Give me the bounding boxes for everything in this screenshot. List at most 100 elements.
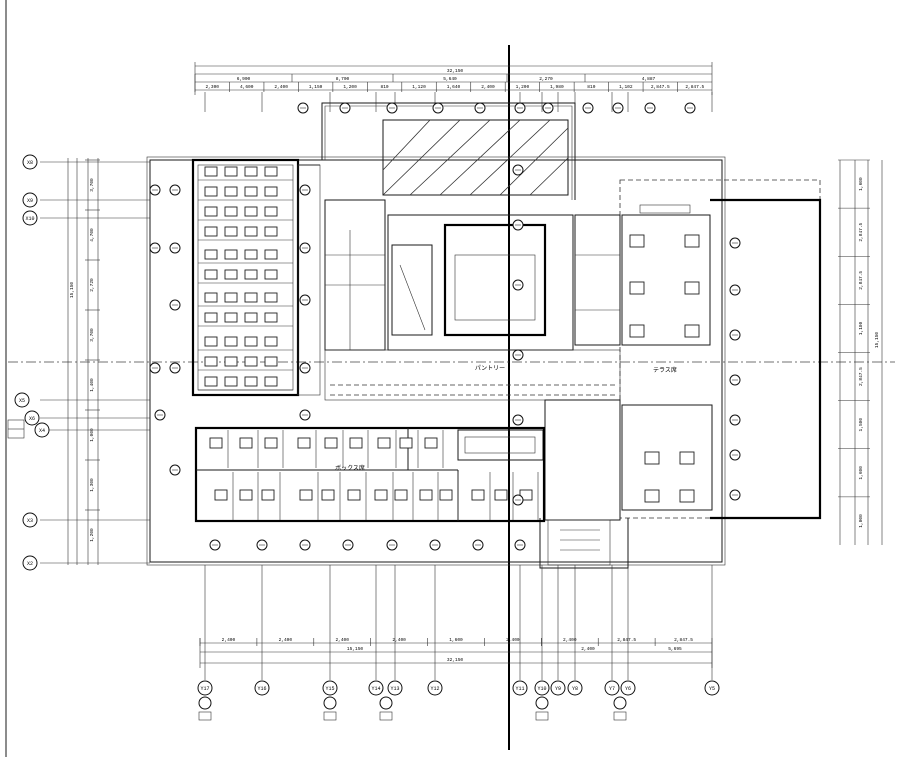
table-seat <box>224 166 238 177</box>
box-table <box>377 437 391 449</box>
row-axis-bubble-label: X3 <box>27 518 33 524</box>
table-seat <box>204 312 218 323</box>
table-seat <box>224 312 238 323</box>
top-detail-dimension: 1,640 <box>447 84 461 90</box>
table-seat <box>264 376 278 387</box>
top-detail-dimension: 1,200 <box>516 84 530 90</box>
right-dimension: 1,100 <box>858 321 864 335</box>
table-seat <box>204 356 218 367</box>
table-seat <box>224 186 238 197</box>
box-table <box>321 489 335 501</box>
column-axis-tag <box>613 711 627 721</box>
row-axis-bubble <box>24 410 40 426</box>
box-table <box>419 489 433 501</box>
bottom-detail-dimension: 2,847.5 <box>674 637 693 643</box>
table-seat <box>244 249 258 260</box>
box-table <box>239 437 253 449</box>
top-detail-dimension: 1,102 <box>619 84 633 90</box>
row-axis-bubble-label: X9 <box>27 198 33 204</box>
row-axis-bubble <box>22 154 38 170</box>
table-seat <box>224 249 238 260</box>
column-axis-bubble <box>368 680 384 696</box>
box-table <box>439 489 453 501</box>
left-dimension: 3,700 <box>89 328 95 342</box>
bottom-subtotal-dimension: 15,150 <box>347 646 364 652</box>
table-seat <box>244 166 258 177</box>
column-axis-bubble <box>254 680 270 696</box>
top-detail-dimension: 1,150 <box>309 84 323 90</box>
left-dimension: 1,300 <box>89 478 95 492</box>
grid-lines <box>40 92 713 680</box>
column-axis-bubble <box>512 680 528 696</box>
column-axis-bubble-label: Y10 <box>537 686 546 692</box>
table-seat <box>264 269 278 280</box>
top-detail-dimension: 1,120 <box>412 84 426 90</box>
top-mid-dimension: 5,640 <box>443 76 457 82</box>
top-detail-dimension: 2,847.5 <box>685 84 704 90</box>
table-seat <box>224 292 238 303</box>
terrace-tables <box>621 214 713 511</box>
left-dimension: 1,000 <box>89 428 95 442</box>
bottom-detail-dimension: 2,400 <box>392 637 406 643</box>
column-axis-sub-bubble <box>535 696 549 710</box>
table-seat <box>264 292 278 303</box>
top-detail-dimension: 1,980 <box>550 84 564 90</box>
table-seat <box>244 376 258 387</box>
column-axis-sub-bubble <box>379 696 393 710</box>
top-mid-dimension: 4,887 <box>642 76 656 82</box>
bottom-detail-dimension: 1,600 <box>449 637 463 643</box>
box-table <box>471 489 485 501</box>
column-axis-tag <box>535 711 549 721</box>
bottom-right-subdimension: 2,400 <box>581 646 595 652</box>
top-mid-dimension: 8,700 <box>336 76 350 82</box>
top-dimension-strings <box>194 62 713 95</box>
column-axis-bubble <box>604 680 620 696</box>
row-axis-bubble-label: X10 <box>25 216 34 222</box>
column-axis-bubble <box>550 680 566 696</box>
central-rooms <box>324 199 621 566</box>
table-seat <box>204 269 218 280</box>
bottom-detail-dimension: 2,400 <box>335 637 349 643</box>
row-axis-bubble <box>22 555 38 571</box>
table-seat <box>224 336 238 347</box>
column-axis-bubble-label: Y12 <box>430 686 439 692</box>
terrace-seat-label: テラス席 <box>653 366 677 374</box>
column-axis-sub-bubble <box>198 696 212 710</box>
left-total-dimension: 15,150 <box>69 282 75 299</box>
building-outline <box>146 102 822 569</box>
top-detail-dimension: 810 <box>381 84 389 90</box>
column-axis-bubble-label: Y6 <box>625 686 631 692</box>
table-seat <box>204 186 218 197</box>
right-total-dimension: 15,150 <box>874 332 880 349</box>
column-axis-sub-bubble <box>613 696 627 710</box>
column-axis-tag <box>379 711 393 721</box>
column-axis-tag <box>198 711 212 721</box>
top-mid-dimension: 2,270 <box>539 76 553 82</box>
column-axis-bubble-label: Y15 <box>325 686 334 692</box>
terrace-table <box>644 451 660 465</box>
terrace-bench <box>639 204 691 214</box>
terrace-table <box>644 489 660 503</box>
bottom-overall-dimension: 32,150 <box>447 657 464 663</box>
terrace-table <box>629 324 645 338</box>
box-table <box>264 437 278 449</box>
bottom-detail-dimension: 2,400 <box>563 637 577 643</box>
row-axis-bubble-label: X4 <box>39 428 45 434</box>
left-seating-block <box>191 158 321 397</box>
row-axis-bubble-label: X6 <box>29 416 35 422</box>
top-overall-dimension: 32,150 <box>447 68 464 74</box>
terrace-table <box>679 451 695 465</box>
box-table <box>209 437 223 449</box>
table-seat <box>264 206 278 217</box>
column-axis-bubble <box>620 680 636 696</box>
right-dimension: 2,847.5 <box>858 367 864 386</box>
row-axis-bubble <box>22 512 38 528</box>
top-detail-dimension: 4,600 <box>240 84 254 90</box>
row-axis-bubble <box>22 210 38 226</box>
table-seat <box>264 226 278 237</box>
table-seat <box>204 166 218 177</box>
left-dimension-strings <box>67 158 99 565</box>
table-seat <box>244 356 258 367</box>
column-axis-sub-bubble <box>323 696 337 710</box>
table-seat <box>224 226 238 237</box>
